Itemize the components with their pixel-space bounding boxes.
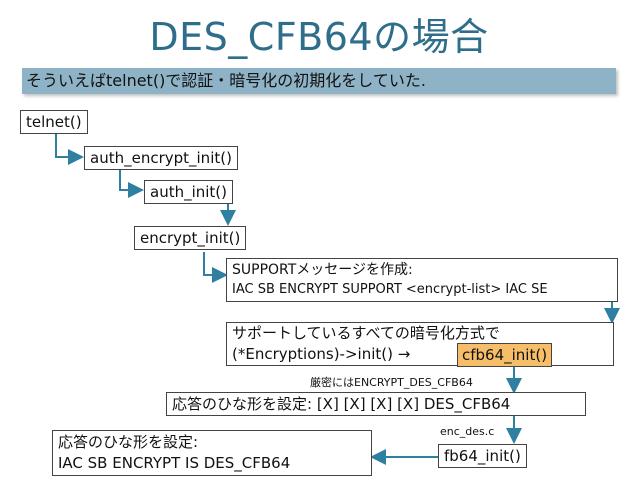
support-line-1: SUPPORTメッセージを作成:	[232, 262, 413, 278]
auth-encrypt-init-box: auth_encrypt_init()	[84, 146, 238, 170]
support-line-2: IAC SB ENCRYPT SUPPORT <encrypt-list> IA…	[232, 282, 548, 297]
arrow-encrypt-to-support	[203, 252, 228, 283]
slide-title: DES_CFB64の場合	[149, 15, 489, 59]
telnet-box: telnet()	[20, 110, 88, 134]
final-line-2: IAC SB ENCRYPT IS DES_CFB64	[58, 454, 291, 472]
reply-template-box: 応答のひな形を設定: [X] [X] [X] [X] DES_CFB64	[166, 392, 586, 416]
strict-note: 厳密にはENCRYPT_DES_CFB64	[310, 376, 473, 389]
arrow-telnet-to-auth-encrypt	[55, 133, 84, 165]
fb64-init-box: fb64_init()	[438, 444, 527, 468]
cfb64-init-highlight: cfb64_init()	[457, 343, 553, 367]
subtitle-banner: そういえばtelnet()で認証・暗号化の初期化をしていた.	[22, 68, 616, 94]
encryptions-box: サポートしているすべての暗号化方式で (*Encryptions)->init(…	[226, 322, 614, 366]
support-message-box: SUPPORTメッセージを作成: IAC SB ENCRYPT SUPPORT …	[226, 258, 618, 302]
arrow-to-auth-init	[119, 168, 144, 198]
final-line-1: 応答のひな形を設定:	[58, 433, 199, 451]
encrypt-init-box: encrypt_init()	[134, 226, 247, 250]
auth-init-box: auth_init()	[144, 180, 234, 204]
final-reply-box: 応答のひな形を設定: IAC SB ENCRYPT IS DES_CFB64	[52, 430, 372, 476]
enc-des-c-label: enc_des.c	[440, 425, 495, 438]
encryptions-line-1: サポートしているすべての暗号化方式で	[232, 324, 500, 342]
encryptions-call: (*Encryptions)->init() →	[232, 345, 411, 363]
encryptions-line-2: (*Encryptions)->init() →	[232, 344, 608, 365]
